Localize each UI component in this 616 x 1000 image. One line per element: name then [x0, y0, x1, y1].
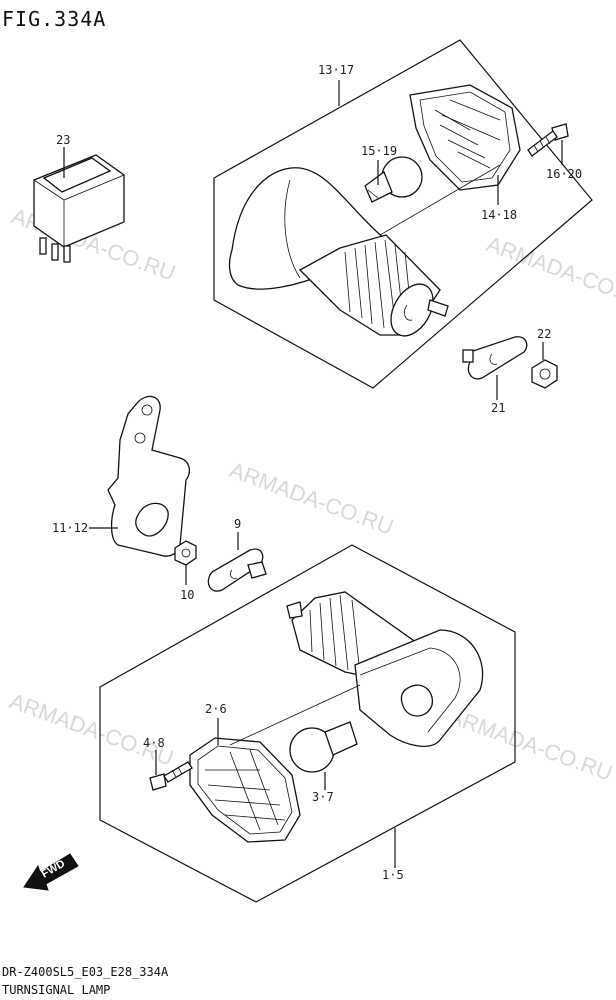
upper-lamp-assembly-box	[213, 39, 593, 389]
callout-22: 22	[537, 327, 551, 341]
callout-15-19: 15·19	[361, 144, 397, 158]
nut-icon[interactable]	[531, 359, 558, 389]
callout-11-12: 11·12	[52, 521, 88, 535]
bracket-icon[interactable]	[107, 395, 191, 557]
callout-10: 10	[180, 588, 194, 602]
watermark-text: ARMADA-CO.RU	[6, 688, 177, 770]
lower-lamp-assembly-box	[99, 544, 516, 903]
callout-21: 21	[491, 401, 505, 415]
bulb-icon[interactable]	[289, 721, 358, 773]
callout-2-6: 2·6	[205, 702, 227, 716]
callout-16-20: 16·20	[546, 167, 582, 181]
screw-icon[interactable]	[527, 123, 569, 157]
watermark-text: ARMADA-CO.RU	[483, 231, 616, 313]
callout-23: 23	[56, 133, 70, 147]
callout-9: 9	[234, 517, 241, 531]
figure-caption: TURNSIGNAL LAMP	[2, 983, 110, 997]
relay-icon[interactable]	[33, 154, 125, 263]
screw-icon[interactable]	[149, 761, 193, 791]
watermark-text: ARMADA-CO.RU	[226, 457, 397, 539]
callout-13-17: 13·17	[318, 63, 354, 77]
callout-14-18: 14·18	[481, 208, 517, 222]
callout-1-5: 1·5	[382, 868, 404, 882]
callout-4-8: 4·8	[143, 736, 165, 750]
callout-3-7: 3·7	[312, 790, 334, 804]
model-code: DR-Z400SL5_E03_E28_334A	[2, 965, 169, 979]
turn-signal-lamp-icon[interactable]	[189, 591, 484, 843]
forward-arrow-icon: FWD	[23, 853, 79, 891]
washer-plate-icon[interactable]	[207, 548, 267, 592]
watermark-group: ARMADA-CO.RU ARMADA-CO.RU ARMADA-CO.RU A…	[6, 203, 616, 785]
watermark-text: ARMADA-CO.RU	[445, 703, 616, 785]
nut-icon[interactable]	[174, 540, 197, 566]
washer-plate-icon[interactable]	[462, 336, 528, 380]
bulb-icon[interactable]	[364, 156, 423, 203]
figure-title: FIG.334A	[2, 7, 106, 31]
turn-signal-lamp-icon[interactable]	[228, 84, 521, 343]
